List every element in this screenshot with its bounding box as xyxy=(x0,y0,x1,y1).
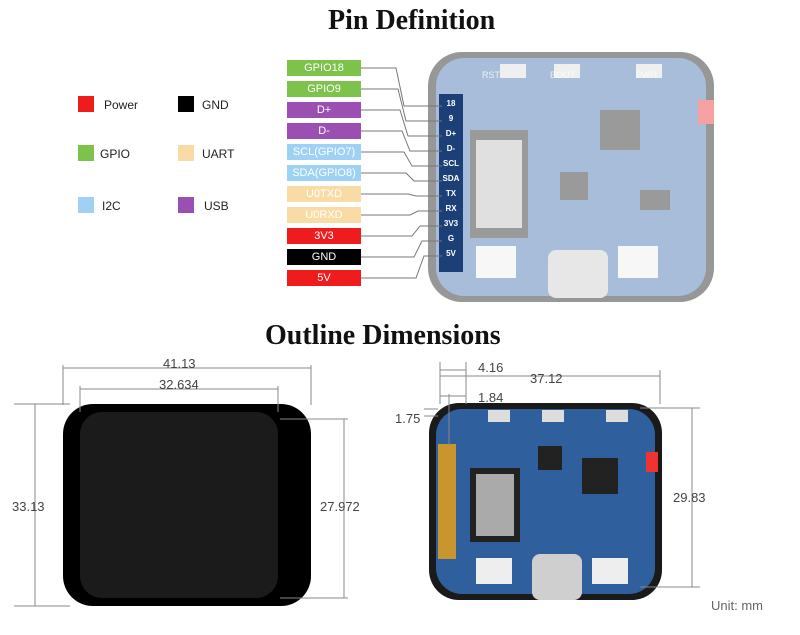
header-pin-label: D- xyxy=(446,144,456,153)
legend-swatch-gpio xyxy=(78,145,94,161)
board-usb-c xyxy=(532,554,582,600)
legend-swatch-power xyxy=(78,96,94,112)
legend-swatch-uart xyxy=(178,145,194,161)
board-boot-button xyxy=(542,410,564,422)
board-pwr-button xyxy=(606,410,628,422)
pin-board-image xyxy=(428,52,714,302)
board-battery-connector xyxy=(476,558,512,584)
dim-board-width: 37.12 xyxy=(530,371,563,386)
dim-pin-offset: 4.16 xyxy=(478,360,504,375)
board-rst-button xyxy=(488,410,510,422)
pin-lead-line xyxy=(361,130,442,152)
pin-header xyxy=(439,94,463,272)
pin-lead-line xyxy=(361,225,442,237)
pin-lead-line xyxy=(361,88,442,122)
legend-label-power: Power xyxy=(104,98,139,112)
legend-label-uart: UART xyxy=(202,147,235,161)
pin-label: SDA(GPIO8) xyxy=(287,165,361,181)
pin-label: 3V3 xyxy=(287,228,361,244)
pin-lead-line xyxy=(361,67,442,107)
legend-swatch-i2c xyxy=(78,197,94,213)
pin-label: GPIO18 xyxy=(287,60,361,76)
pin-lead-line xyxy=(361,172,442,182)
pin-label: SCL(GPIO7) xyxy=(287,144,361,160)
dim-overall-height: 33.13 xyxy=(12,499,45,514)
pin-lead-line xyxy=(361,193,442,197)
pin-label: U0RXD xyxy=(287,207,361,223)
board-dimension-lines xyxy=(424,362,700,588)
board-chip xyxy=(582,458,618,494)
header-pin-label: TX xyxy=(445,189,457,198)
dim-top-offset: 1.75 xyxy=(395,411,421,426)
pin-lead-line xyxy=(361,255,442,279)
display-active-area xyxy=(80,412,278,598)
header-pin-label: SDA xyxy=(442,174,460,183)
header-pin-label: RX xyxy=(445,204,457,213)
board-header xyxy=(438,444,456,559)
dim-pin-offset-small: 1.84 xyxy=(478,390,504,405)
header-pin-label: 3V3 xyxy=(443,219,459,228)
board-label-boot: BOOT xyxy=(550,70,576,80)
pin-label: GPIO9 xyxy=(287,81,361,97)
board-label-rst: RST xyxy=(482,70,500,80)
legend-label-usb: USB xyxy=(204,199,229,213)
dim-board-height: 29.83 xyxy=(673,490,706,505)
header-pin-label: 18 xyxy=(446,99,456,108)
dim-display-height: 27.972 xyxy=(320,499,360,514)
pin-label: D- xyxy=(287,123,361,139)
legend-swatch-gnd xyxy=(178,96,194,112)
board-label-pwr: PWR xyxy=(636,70,657,80)
pin-definition-title: Pin Definition xyxy=(328,5,496,36)
header-pin-label: G xyxy=(447,234,455,243)
pin-label: 5V xyxy=(287,270,361,286)
dim-display-width: 32.634 xyxy=(159,377,199,392)
pin-lead-line xyxy=(361,151,442,167)
legend-label-i2c: I2C xyxy=(102,199,121,213)
board-pcb xyxy=(436,409,655,594)
legend-label-gnd: GND xyxy=(202,98,229,112)
outline-dimensions-title: Outline Dimensions xyxy=(265,320,501,351)
pin-lead-line xyxy=(361,240,442,258)
pin-lead-line xyxy=(361,210,442,216)
pin-lead-line xyxy=(361,109,442,137)
header-pin-label: D+ xyxy=(445,129,457,138)
pin-label: GND xyxy=(287,249,361,265)
header-pin-label: 5V xyxy=(446,249,456,258)
display-dimension-lines xyxy=(14,365,348,607)
dim-overall-width: 41.13 xyxy=(163,356,196,371)
legend-label-gpio: GPIO xyxy=(100,147,131,161)
pin-lead-lines xyxy=(361,67,442,279)
pin-label: D+ xyxy=(287,102,361,118)
pin-label: U0TXD xyxy=(287,186,361,202)
unit-label: Unit: mm xyxy=(711,598,763,613)
legend-swatch-usb xyxy=(178,197,194,213)
header-pin-label: 9 xyxy=(448,114,454,123)
header-pin-label: SCL xyxy=(443,159,459,168)
